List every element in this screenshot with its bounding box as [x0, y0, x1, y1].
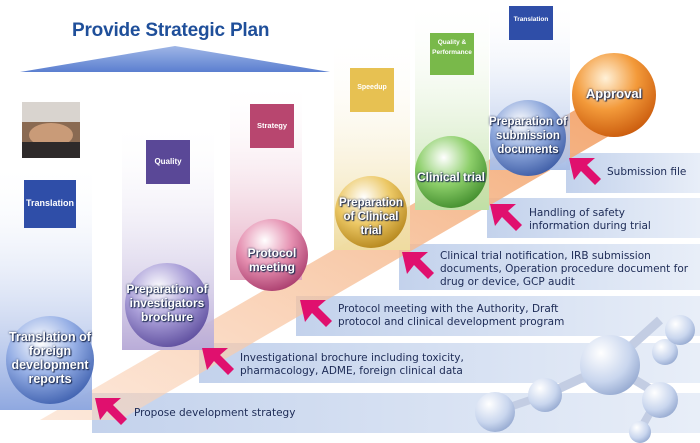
arrow-icon-5: [490, 204, 522, 231]
arrow-icon-2: [202, 348, 234, 375]
step-arrows: [95, 158, 601, 425]
arrow-icon-1: [95, 398, 127, 425]
box-speedup: [350, 68, 394, 112]
step-label-4: Clinical trial notification, IRB submiss…: [440, 250, 689, 288]
box-translation-2: [509, 6, 553, 40]
box-label-quality: Quality: [154, 157, 182, 166]
box-label-translation-2: Translation: [513, 16, 549, 23]
ball-approval: [572, 53, 656, 137]
ball-2: [125, 263, 209, 347]
box-label-translation-1: Translation: [25, 198, 74, 208]
box-strategy: [250, 104, 294, 148]
ball-label-protocol: Protocol meeting: [247, 246, 297, 274]
arrow-icon-3: [300, 300, 332, 327]
ball-5: [415, 136, 487, 208]
step-label-6: Submission file: [607, 166, 687, 178]
ball-label-clinical-trial: Clinical trial: [416, 170, 486, 184]
diagram-title: Provide Strategic Plan: [72, 20, 270, 41]
ball-label-translation: Translation of foreign development repor…: [9, 330, 91, 386]
ball-label-approval: Approval: [585, 86, 643, 101]
step-label-1: Propose development strategy: [134, 407, 296, 419]
box-translation-1: [24, 180, 76, 228]
step-bar-4: [399, 244, 700, 290]
balls: [6, 53, 656, 404]
roof-shape: [20, 46, 330, 72]
step-bar-5: [487, 198, 700, 238]
category-boxes: [24, 6, 553, 228]
ball-4: [335, 176, 407, 248]
ball-3: [236, 219, 308, 291]
step-label-5: Handling of safety information during tr…: [529, 207, 651, 232]
step-bar-3: [296, 296, 700, 336]
ball-label-submission: Preparation of submission documents: [489, 116, 567, 156]
step-label-3: Protocol meeting with the Authority, Dra…: [338, 303, 565, 328]
step-bar-1: [92, 393, 700, 433]
box-quality-performance: [430, 33, 474, 75]
ball-1: [6, 316, 94, 404]
arrow-icon-6: [569, 158, 601, 185]
box-label-quality-performance: Quality & Performance: [432, 39, 472, 56]
ball-label-brochure: Preparation of investigators brochure: [126, 282, 208, 324]
ball-label-prep-clinical: Preparation of Clinical trial: [339, 197, 403, 237]
molecule-decoration: [475, 315, 695, 443]
box-label-strategy: Strategy: [256, 121, 287, 130]
handshake-photo: [22, 102, 80, 158]
step-label-2: Investigational brochure including toxic…: [240, 352, 464, 377]
box-quality: [146, 140, 190, 184]
step-bars: [92, 153, 700, 433]
box-label-speedup: Speedup: [357, 84, 387, 91]
arrow-icon-4: [402, 252, 434, 279]
ball-6: [490, 100, 566, 176]
